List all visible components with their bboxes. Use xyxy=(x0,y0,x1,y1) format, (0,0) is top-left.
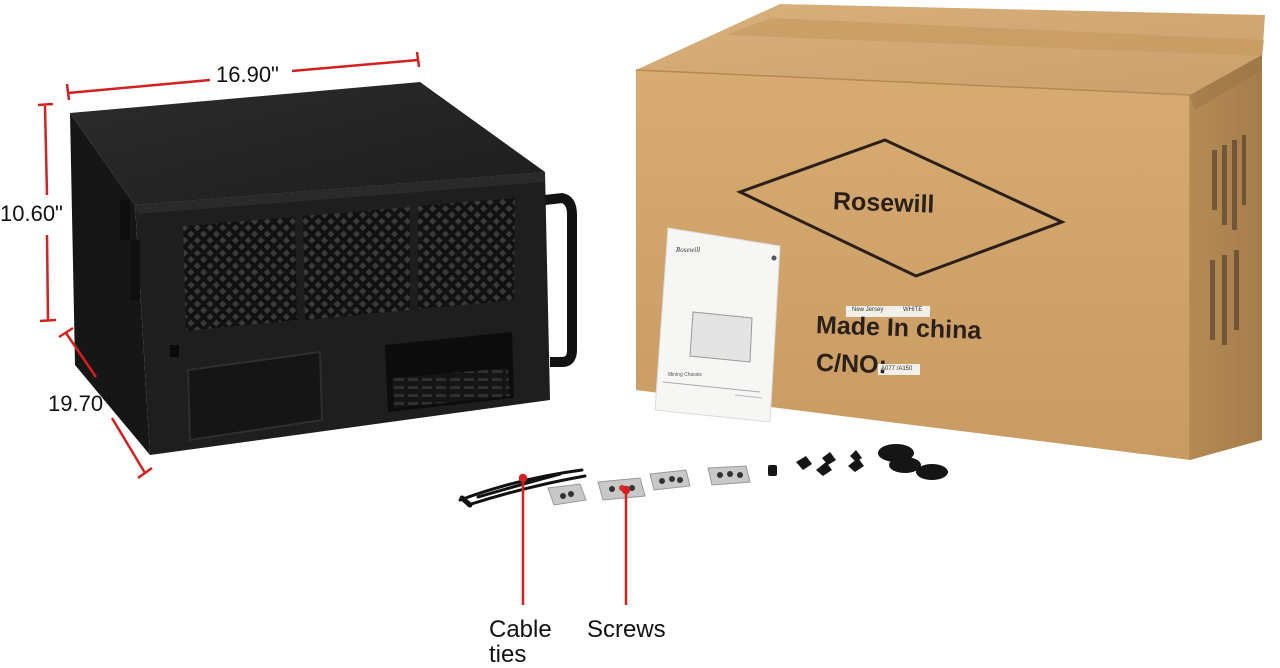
depth-dimension-line-bottom xyxy=(110,417,147,474)
chassis-top-panel xyxy=(70,82,545,205)
psu-cover-plate xyxy=(186,350,324,442)
box-sticker-top xyxy=(846,306,930,317)
height-dimension-line-bottom xyxy=(45,234,50,321)
manual-caption-text: Mining Chassis xyxy=(668,372,702,378)
manual-chassis-drawing xyxy=(689,311,753,363)
width-dimension-line-left xyxy=(67,78,211,95)
height-dimension-line-top xyxy=(43,105,49,196)
box-sticker-code xyxy=(878,364,920,375)
callout-lines xyxy=(518,473,631,605)
box-sticker-color: WHITE xyxy=(903,307,923,313)
manual-brand-text: Rosewill xyxy=(676,246,701,254)
height-dimension-label: 10.60" xyxy=(0,201,63,226)
screw-bag-4 xyxy=(707,465,751,486)
screw-bag-2 xyxy=(597,477,646,501)
chassis-handle xyxy=(544,192,577,367)
depth-dimension-label: 19.70" xyxy=(48,391,111,416)
accessories xyxy=(458,444,948,508)
fan-grill-middle xyxy=(303,207,410,320)
width-dimension-label: 16.90" xyxy=(216,62,279,87)
screws-label: Screws xyxy=(587,616,666,643)
screw-bag-1 xyxy=(547,483,587,506)
depth-dimension-line-top xyxy=(64,332,98,378)
shipping-box xyxy=(635,4,1265,460)
width-dimension-line-right xyxy=(291,58,419,73)
dimension-lines xyxy=(37,51,421,480)
fan-grill-left xyxy=(183,217,297,331)
chassis xyxy=(70,82,577,455)
rubber-feet xyxy=(768,444,948,480)
brand-diamond-outline xyxy=(736,138,1066,278)
box-front xyxy=(636,70,1190,460)
box-sticker-code-text: A077 /A150 xyxy=(881,366,913,372)
box-sticker-location: New Jersey xyxy=(852,307,884,313)
box-brand-text: Rosewill xyxy=(832,187,935,219)
fan-grill-right xyxy=(418,198,515,309)
cable-ties xyxy=(458,468,587,508)
cable-ties-label: Cable ties xyxy=(489,616,552,668)
screw-bag-3 xyxy=(649,469,691,491)
box-origin-text: Made In china xyxy=(815,311,982,345)
box-carton-no-label: C/NO: xyxy=(815,348,888,380)
user-manual xyxy=(654,227,781,423)
